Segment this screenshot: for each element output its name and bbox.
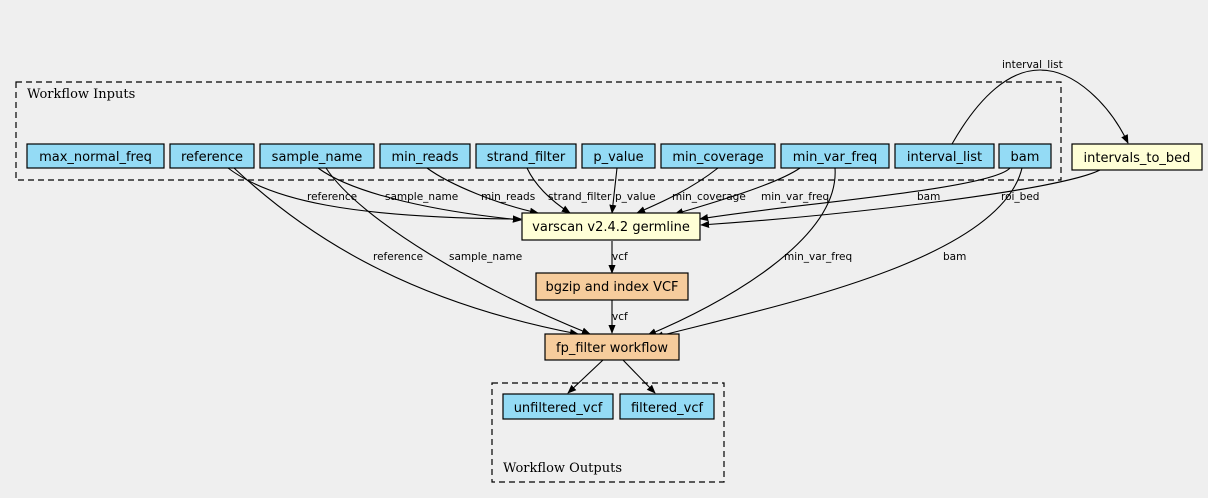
edge-label-reference: reference — [307, 191, 357, 203]
edge-label-vcf-2: vcf — [612, 311, 628, 323]
input-label-bam: bam — [1011, 150, 1040, 165]
edge-p-value-varscan — [609, 167, 618, 214]
edge-reference-fp — [233, 167, 579, 337]
input-node-p-value[interactable]: p_value — [581, 143, 656, 169]
edge-label-roi-bed: roi_bed — [1001, 191, 1039, 203]
edge-min-reads-varscan — [426, 167, 539, 215]
edge-fp-filtered — [622, 359, 656, 394]
workflow-outputs-cluster: Workflow Outputs — [491, 382, 725, 483]
input-label-p-value: p_value — [593, 150, 643, 165]
edge-sample-name-fp — [325, 167, 591, 335]
step-node-varscan[interactable]: varscan v2.4.2 germline — [521, 212, 701, 241]
edge-label-reference-fp: reference — [373, 251, 423, 263]
edge-min-var-freq-fp — [647, 167, 836, 336]
input-node-min-reads[interactable]: min_reads — [379, 143, 471, 169]
edge-sample-name-varscan — [317, 167, 522, 223]
edge-label-min-coverage: min_coverage — [672, 191, 746, 203]
output-nodes: unfiltered_vcf filtered_vcf — [502, 393, 715, 420]
input-label-max-normal-freq: max_normal_freq — [39, 150, 152, 165]
edge-label-sample-name-fp: sample_name — [449, 251, 522, 263]
input-label-min-var-freq: min_var_freq — [793, 150, 877, 165]
edge-label-min-var-freq-fp: min_var_freq — [784, 251, 852, 263]
workflow-inputs-cluster: Workflow Inputs — [15, 81, 1062, 181]
edge-label-bam: bam — [917, 191, 940, 203]
edge-label-vcf-1: vcf — [612, 251, 628, 263]
input-node-min-var-freq[interactable]: min_var_freq — [780, 143, 890, 169]
edges — [227, 69, 1129, 394]
input-nodes: max_normal_freq reference sample_name mi… — [26, 143, 1052, 169]
edge-label-bam-fp: bam — [943, 251, 966, 263]
step-node-bgzip[interactable]: bgzip and index VCF — [535, 272, 689, 301]
edge-label-interval-list: interval_list — [1002, 59, 1063, 71]
step-nodes: intervals_to_bed varscan v2.4.2 germline… — [521, 143, 1203, 361]
input-label-min-coverage: min_coverage — [672, 150, 763, 165]
edge-label-p-value: p_value — [615, 191, 656, 203]
edge-min-var-freq-varscan — [674, 167, 801, 216]
edge-strand-filter-varscan — [526, 167, 571, 214]
edge-bam-fp — [654, 167, 1023, 339]
input-label-strand-filter: strand_filter — [487, 150, 566, 165]
edge-min-coverage-varscan — [636, 167, 719, 214]
edge-label-min-reads: min_reads — [481, 191, 535, 203]
edge-roi-bed-varscan — [700, 169, 1101, 229]
input-label-reference: reference — [181, 150, 243, 165]
output-node-unfiltered-vcf[interactable]: unfiltered_vcf — [502, 393, 614, 420]
input-label-sample-name: sample_name — [272, 150, 363, 165]
workflow-inputs-label: Workflow Inputs — [27, 87, 135, 102]
edge-interval-list-to-bed — [951, 69, 1129, 145]
input-node-min-coverage[interactable]: min_coverage — [660, 143, 776, 169]
input-node-reference[interactable]: reference — [169, 143, 255, 169]
input-node-sample-name[interactable]: sample_name — [259, 143, 375, 169]
edge-labels: interval_list reference sample_name min_… — [307, 59, 1063, 323]
input-node-bam[interactable]: bam — [998, 143, 1052, 169]
step-label-intervals-to-bed: intervals_to_bed — [1084, 151, 1191, 166]
edge-bam-varscan — [699, 167, 1011, 222]
output-label-filtered-vcf: filtered_vcf — [631, 401, 704, 416]
step-node-fp-filter[interactable]: fp_filter workflow — [544, 333, 680, 361]
edge-fp-unfiltered — [567, 359, 604, 394]
output-node-filtered-vcf[interactable]: filtered_vcf — [619, 393, 715, 420]
input-node-strand-filter[interactable]: strand_filter — [475, 143, 577, 169]
step-label-bgzip: bgzip and index VCF — [545, 280, 678, 295]
step-label-varscan: varscan v2.4.2 germline — [532, 220, 690, 235]
edge-label-strand-filter: strand_filter — [548, 191, 612, 203]
output-label-unfiltered-vcf: unfiltered_vcf — [514, 401, 603, 416]
edge-label-min-var-freq: min_var_freq — [761, 191, 829, 203]
input-node-max-normal-freq[interactable]: max_normal_freq — [26, 143, 165, 169]
edge-label-sample-name: sample_name — [385, 191, 458, 203]
step-label-fp-filter: fp_filter workflow — [556, 341, 668, 356]
step-node-intervals-to-bed[interactable]: intervals_to_bed — [1071, 143, 1203, 171]
workflow-outputs-label: Workflow Outputs — [503, 461, 622, 476]
input-label-min-reads: min_reads — [391, 150, 458, 165]
input-node-interval-list[interactable]: interval_list — [894, 143, 995, 169]
input-label-interval-list: interval_list — [907, 150, 982, 165]
